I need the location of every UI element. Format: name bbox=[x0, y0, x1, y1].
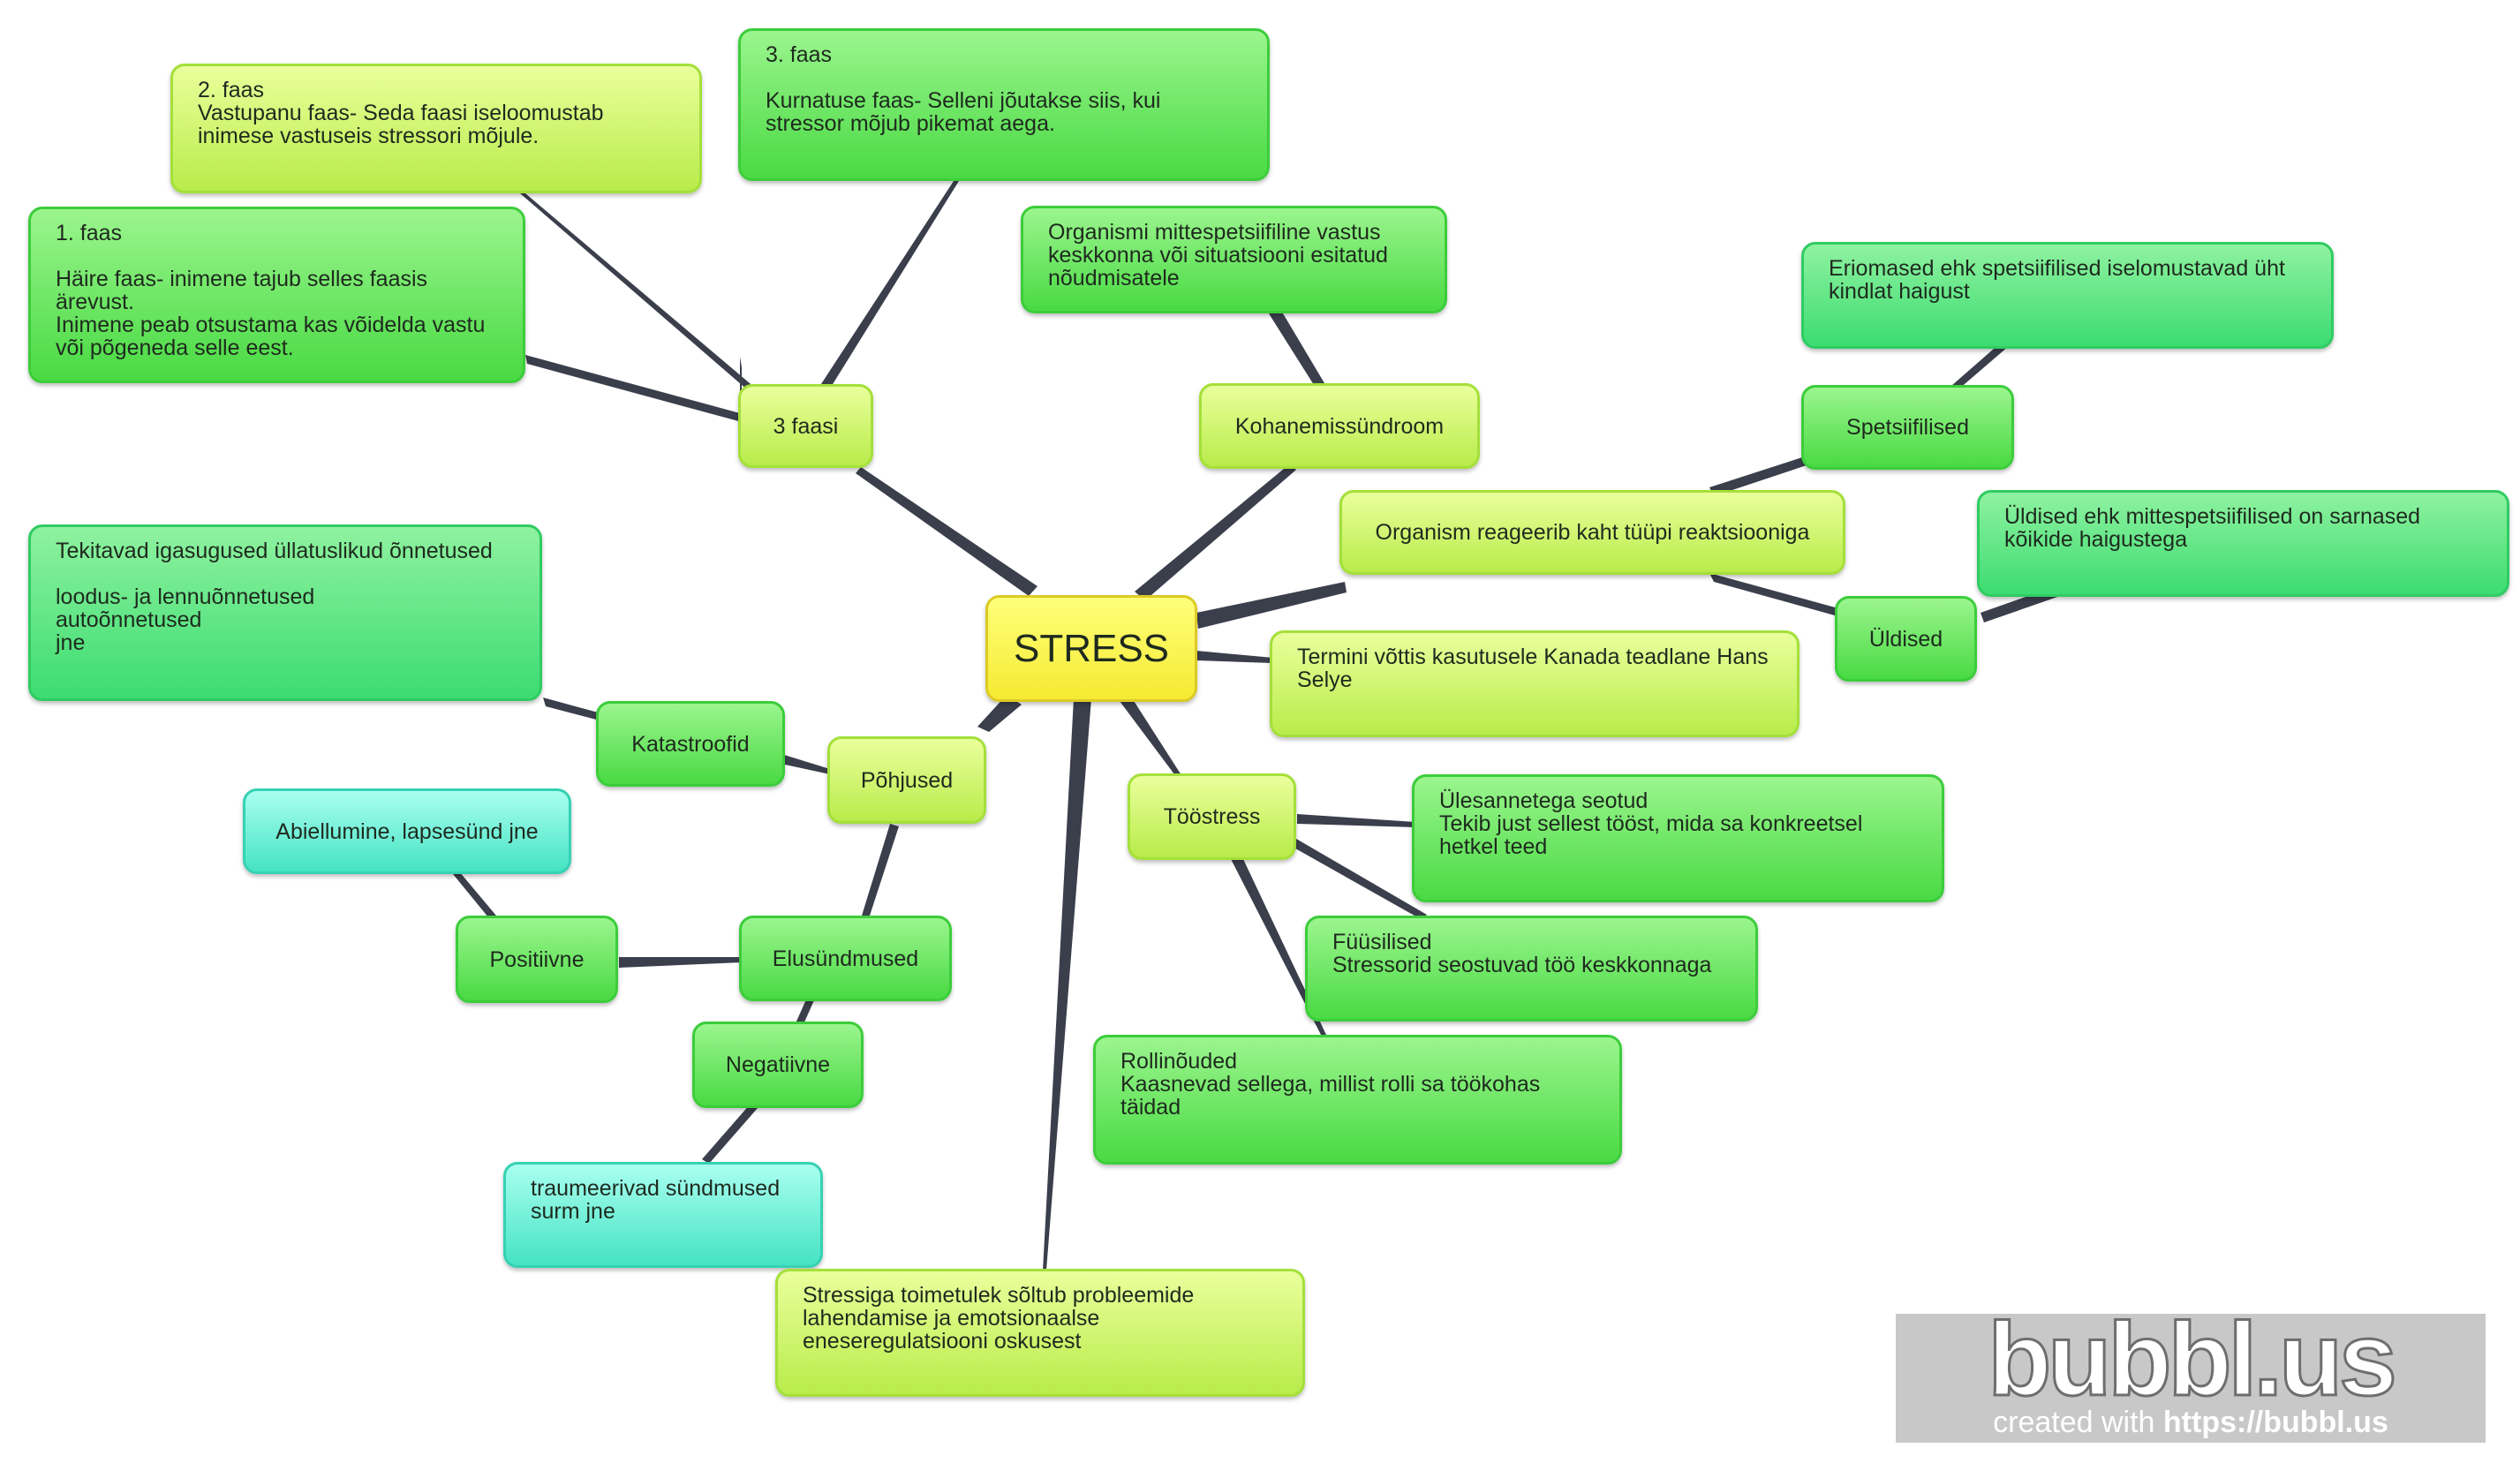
bubbl-us-logo-text: bubbl.us bbox=[1988, 1314, 2394, 1413]
bubbl-us-watermark[interactable]: bubbl.us created with https://bubbl.us bbox=[1896, 1314, 2486, 1443]
connector-kohanemis-organismi bbox=[1267, 309, 1324, 385]
connector-positiivne-abiellumine bbox=[453, 871, 501, 923]
node-toostress[interactable]: Tööstress bbox=[1128, 773, 1296, 860]
node-abiellumine[interactable]: Abiellumine, lapsesünd jne bbox=[243, 788, 571, 874]
node-traumeerivad[interactable]: traumeerivad sündmused surm jne bbox=[503, 1162, 823, 1268]
node-tekitavad[interactable]: Tekitavad igasugused üllatuslikud õnnetu… bbox=[28, 524, 542, 701]
node-elusundmused[interactable]: Elusündmused bbox=[739, 916, 952, 1001]
connector-elusundmused-negatiivne bbox=[796, 999, 814, 1024]
connector-toostress-fuusilised bbox=[1289, 839, 1427, 919]
bubbl-us-logo: bubbl.us bbox=[1987, 1314, 2399, 1413]
connector-reageerib-uldised bbox=[1709, 573, 1841, 617]
node-toimetulek[interactable]: Stressiga toimetulek sõltub probleemide … bbox=[775, 1269, 1305, 1397]
node-ulesanded[interactable]: Ülesannetega seotud Tekib just sellest t… bbox=[1412, 774, 1944, 902]
node-spetsiifilised[interactable]: Spetsiifilised bbox=[1801, 385, 2014, 470]
node-organismi-vastus[interactable]: Organismi mittespetsiifiline vastus kesk… bbox=[1021, 206, 1447, 313]
connector-stress-toostress bbox=[1117, 694, 1181, 778]
connector-stress-termini bbox=[1196, 651, 1273, 663]
connector-spetsiifilised-eriomased bbox=[1951, 343, 2009, 389]
connector-pohjused-elusundmused bbox=[862, 824, 899, 918]
connector-negatiivne-traumeerivad bbox=[702, 1104, 758, 1164]
node-kohanemissundroom[interactable]: Kohanemissündroom bbox=[1199, 383, 1480, 469]
node-faas-1[interactable]: 1. faas Häire faas- inimene tajub selles… bbox=[28, 207, 525, 383]
node-eriomased[interactable]: Eriomased ehk spetsiifilised iselomustav… bbox=[1801, 242, 2334, 349]
connector-stress-toimetulek bbox=[1043, 698, 1091, 1271]
node-uldised[interactable]: Üldised bbox=[1835, 596, 1977, 682]
connector-elusundmused-positiivne bbox=[619, 957, 742, 968]
connector-3faasi-faas3 bbox=[819, 181, 959, 388]
node-fuusilised[interactable]: Füüsilised Stressorid seostuvad töö kesk… bbox=[1305, 916, 1758, 1022]
connector-stress-kohanemis bbox=[1135, 464, 1296, 600]
node-rollinouded[interactable]: Rollinõuded Kaasnevad sellega, millist r… bbox=[1093, 1035, 1622, 1165]
connector-pohjused-katastroofid bbox=[784, 755, 830, 774]
connector-stress-pohjused bbox=[977, 695, 1022, 732]
node-katastroofid[interactable]: Katastroofid bbox=[596, 701, 785, 787]
node-3-faasi[interactable]: 3 faasi bbox=[738, 384, 873, 468]
node-termini[interactable]: Termini võttis kasutusele Kanada teadlan… bbox=[1270, 630, 1799, 737]
connector-toostress-rollinouded bbox=[1231, 859, 1326, 1035]
node-faas-2[interactable]: 2. faas Vastupanu faas- Seda faasi iselo… bbox=[170, 64, 702, 193]
node-faas-3[interactable]: 3. faas Kurnatuse faas- Selleni jõutakse… bbox=[738, 28, 1270, 181]
node-organism-reageerib[interactable]: Organism reageerib kaht tüüpi reaktsioon… bbox=[1339, 490, 1845, 575]
connector-stress-reageerib bbox=[1196, 582, 1347, 629]
connector-reageerib-spetsiifilised bbox=[1709, 457, 1807, 496]
connector-3faasi-faas1b bbox=[525, 355, 742, 422]
caption-link[interactable]: https://bubbl.us bbox=[2162, 1406, 2388, 1439]
node-pohjused[interactable]: Põhjused bbox=[827, 736, 986, 824]
connector-toostress-ulesanded bbox=[1297, 814, 1415, 827]
connector-stress-3faasi bbox=[856, 467, 1037, 596]
node-stress-center[interactable]: STRESS bbox=[985, 595, 1197, 702]
node-uldised-kirjeldus[interactable]: Üldised ehk mittespetsiifilised on sarna… bbox=[1977, 490, 2509, 597]
connector-3faasi-faas2 bbox=[520, 193, 761, 396]
caption-prefix: created with bbox=[1993, 1406, 2163, 1439]
connector-katastroofid-tekitavad bbox=[543, 698, 603, 721]
bubbl-us-caption: created with https://bubbl.us bbox=[1896, 1406, 2486, 1439]
node-positiivne[interactable]: Positiivne bbox=[456, 916, 618, 1003]
node-negatiivne[interactable]: Negatiivne bbox=[692, 1022, 864, 1108]
